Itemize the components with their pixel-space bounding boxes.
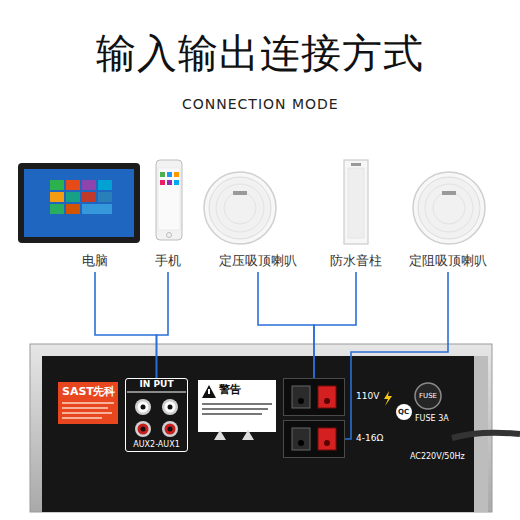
brand-logo: 先科 xyxy=(93,386,115,399)
qc-mark: QC xyxy=(398,408,409,416)
terminal-black xyxy=(292,428,310,450)
warning-text: 警告 xyxy=(219,384,241,397)
terminal-block-graphic xyxy=(284,421,344,457)
device-label: 电脑 xyxy=(80,254,110,269)
subtitle-text: CONNECTION MODE xyxy=(182,96,339,112)
device-name: 防水音柱 xyxy=(330,254,382,269)
terminal-block-graphic xyxy=(284,379,344,415)
ceiling-speaker-icon xyxy=(413,172,485,244)
terminal-hole xyxy=(324,440,330,446)
device-label: 定阻吸顶喇叭 xyxy=(407,254,489,269)
column-speaker-icon xyxy=(344,160,368,244)
connector-line xyxy=(345,272,448,439)
terminal-hole xyxy=(298,398,304,404)
device-name: 手机 xyxy=(155,254,181,269)
power-rating: AC220V/50Hz xyxy=(410,452,465,461)
fuse-rating: FUSE 3A xyxy=(415,414,449,423)
input-panel: IN PUT AUX2-AUX1 xyxy=(125,378,188,452)
speaker-terminal: 110V xyxy=(283,378,345,416)
terminal-rating: 110V xyxy=(356,391,379,402)
fuse-label: FUSE xyxy=(419,392,437,400)
terminal-rating: 4-16Ω xyxy=(356,433,383,444)
terminal-hole xyxy=(298,440,304,446)
device-label: 手机 xyxy=(153,254,183,269)
speaker-terminal: 4-16Ω xyxy=(283,420,345,458)
terminal-hole xyxy=(324,398,330,404)
connector-line xyxy=(258,272,314,378)
terminal-red xyxy=(318,386,336,408)
panel-heading: IN PUT xyxy=(126,380,187,390)
phone-icon xyxy=(156,160,182,240)
connector-line xyxy=(157,272,169,378)
tablet-icon xyxy=(18,163,140,243)
port-name: AUX2-AUX1 xyxy=(126,441,187,450)
terminal-red xyxy=(318,428,336,450)
device-label: 定压吸顶喇叭 xyxy=(217,254,299,269)
terminal-black xyxy=(292,386,310,408)
amplifier-rear-panel xyxy=(30,344,520,512)
device-name: 定阻吸顶喇叭 xyxy=(409,254,487,269)
title-text: 输入输出连接方式 xyxy=(96,30,424,76)
device-name: 定压吸顶喇叭 xyxy=(219,254,297,269)
ceiling-speaker-icon xyxy=(204,172,276,244)
device-name: 电脑 xyxy=(82,254,108,269)
connector-line xyxy=(314,272,356,378)
device-label: 防水音柱 xyxy=(328,254,384,269)
brand-logo: SAST xyxy=(62,386,94,399)
connector-line xyxy=(95,272,157,378)
